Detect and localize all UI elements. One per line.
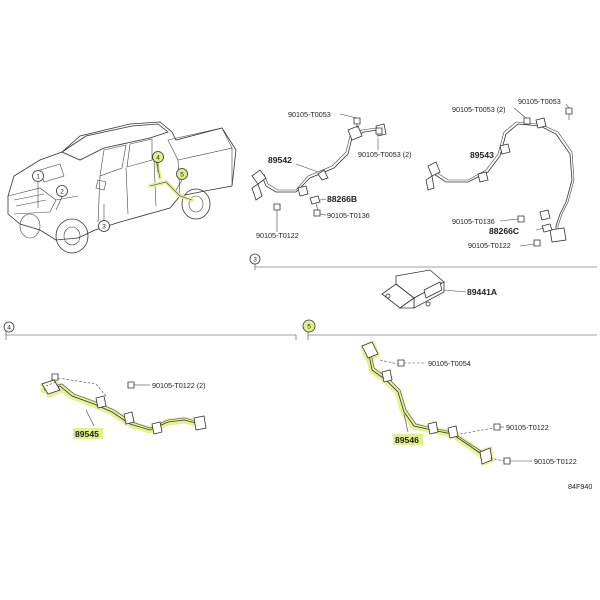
part-number-89543[interactable]: 89543 xyxy=(470,150,494,160)
label-90105-T0053-x2-right[interactable]: 90105-T0053 (2) xyxy=(452,105,506,114)
section-5: 5 90105-T0054 89546 90105-T0122 xyxy=(302,319,597,466)
bolt-icon xyxy=(353,117,361,128)
bolt-icon xyxy=(397,359,405,367)
sensor-group-89543: 90105-T0053 (2) 90105-T0053 89543 90105-… xyxy=(425,97,575,250)
label-90105-T0053-right[interactable]: 90105-T0053 xyxy=(518,97,561,106)
diagram-code: 84F940 xyxy=(568,482,592,491)
label-90105-T0122-right[interactable]: 90105-T0122 xyxy=(468,241,511,250)
label-90105-T0122-x2[interactable]: 90105-T0122 (2) xyxy=(152,381,206,390)
bolt-icon xyxy=(517,215,525,223)
svg-text:1: 1 xyxy=(36,173,40,180)
bracket-88266c-icon xyxy=(541,223,553,233)
svg-text:5: 5 xyxy=(180,171,184,178)
bolt-icon xyxy=(127,381,135,389)
label-90105-T0122-b[interactable]: 90105-T0122 xyxy=(534,457,577,466)
label-90105-T0054[interactable]: 90105-T0054 xyxy=(428,359,471,368)
sensor-group-89542: 90105-T0053 90105-T0053 (2) 89542 88266B… xyxy=(251,110,412,240)
pickup-truck-illustration xyxy=(7,121,237,254)
bolt-icon xyxy=(273,203,281,216)
bolt-icon xyxy=(533,239,541,247)
svg-text:2: 2 xyxy=(60,188,64,195)
part-number-89546[interactable]: 89546 xyxy=(395,435,419,445)
svg-text:5: 5 xyxy=(307,324,311,331)
bolt-icon xyxy=(523,117,531,125)
label-90105-T0053[interactable]: 90105-T0053 xyxy=(288,110,331,119)
label-90105-T0136-right[interactable]: 90105-T0136 xyxy=(452,217,495,226)
callout-1[interactable]: 1 xyxy=(32,170,44,182)
label-90105-T0122-a[interactable]: 90105-T0122 xyxy=(506,423,549,432)
part-number-89441A[interactable]: 89441A xyxy=(467,287,497,297)
label-90105-T0122[interactable]: 90105-T0122 xyxy=(256,231,299,240)
svg-text:4: 4 xyxy=(7,325,11,332)
svg-text:3: 3 xyxy=(102,223,106,230)
section-4-marker[interactable]: 4 xyxy=(3,321,15,333)
callout-5-truck[interactable]: 5 xyxy=(176,168,188,180)
bolt-icon xyxy=(375,127,383,135)
bolt-icon xyxy=(313,209,321,217)
part-number-89542[interactable]: 89542 xyxy=(268,155,292,165)
truck-callouts: 1 2 3 4 5 xyxy=(32,151,188,232)
part-number-88266B[interactable]: 88266B xyxy=(327,194,357,204)
callout-3[interactable]: 3 xyxy=(98,220,110,232)
part-number-89545[interactable]: 89545 xyxy=(75,429,99,439)
label-90105-T0053-x2[interactable]: 90105-T0053 (2) xyxy=(358,150,412,159)
svg-text:4: 4 xyxy=(156,154,160,161)
section-5-marker[interactable]: 5 xyxy=(302,319,316,333)
bolt-icon xyxy=(503,457,511,465)
callout-2[interactable]: 2 xyxy=(56,185,68,197)
module-89441a-icon xyxy=(381,269,445,309)
section-3-marker[interactable]: 3 xyxy=(249,253,261,265)
section-4: 4 89545 90105-T0122 (2) xyxy=(3,321,297,439)
part-number-88266C[interactable]: 88266C xyxy=(489,226,519,236)
bracket-88266b-icon xyxy=(309,195,321,211)
svg-text:3: 3 xyxy=(253,257,257,264)
bolt-icon xyxy=(493,423,501,431)
section-3: 3 89441A xyxy=(249,253,597,309)
callout-4-truck[interactable]: 4 xyxy=(152,151,164,163)
bolt-icon xyxy=(51,373,59,381)
bolt-icon xyxy=(565,107,573,120)
label-90105-T0136[interactable]: 90105-T0136 xyxy=(327,211,370,220)
